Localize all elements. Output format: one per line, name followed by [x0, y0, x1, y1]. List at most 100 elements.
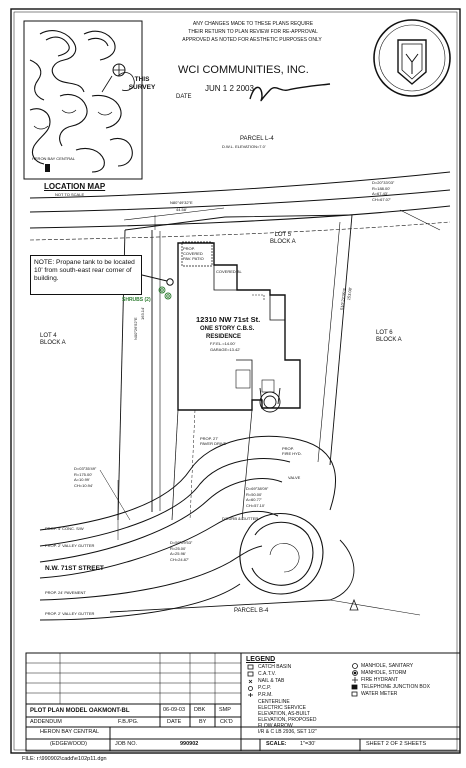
shrubs-label: SHRUBS (2) — [122, 297, 151, 303]
curve-4-ch: CH=24.87' — [170, 556, 189, 562]
curve-2-data: D=03°35'49" R=175.00' A=10.99' CH=10.94' — [74, 466, 96, 488]
parcel-b4-label: PARCEL B-4 — [234, 608, 269, 614]
legend-item: I/R & C LB 2936, SET 1/2" — [258, 729, 317, 735]
lot-5-number: LOT 5 — [274, 232, 292, 238]
plan-drawn-by: DBK — [194, 707, 206, 713]
legend-item: MANHOLE, SANITARY — [361, 663, 414, 669]
legend-item: ELECTRIC SERVICE — [258, 705, 306, 711]
curve-2-a: A=10.99' — [74, 477, 90, 482]
street-name: N.W. 71ST STREET — [45, 565, 104, 572]
date-header: DATE — [167, 719, 182, 725]
propane-note: NOTE: Propane tank to be located 10' fro… — [30, 255, 142, 295]
valley-gutter-2-label: PROP. 2' VALLEY GUTTER — [45, 611, 95, 616]
lot-5-block: BLOCK A — [270, 239, 296, 245]
building-footprint — [177, 242, 301, 411]
curve-4-a: A=25.96' — [170, 551, 186, 556]
parcel-l4-label: PARCEL L-4 — [240, 136, 274, 142]
addendum-label: ADDENDUM — [30, 719, 62, 725]
scale-value: 1"=30' — [300, 741, 316, 747]
building-garage-elevation: GARAGE=13.42' — [210, 347, 241, 352]
legend-item: MANHOLE, STORM — [361, 670, 407, 676]
legend-item: WATER METER — [361, 691, 398, 697]
legend-item: FIRE HYDRANT — [361, 677, 398, 683]
pavement-label: PROP. 24' PAVEMENT — [45, 590, 86, 595]
curve-3-data: D=69°38'09" R=50.00' A=60.77' CH=57.10' — [246, 486, 268, 508]
valve-label: VALVE — [288, 475, 301, 480]
lot-4-label: LOT 4 BLOCK A — [40, 333, 66, 347]
plan-checked-by: SMP — [219, 707, 231, 713]
legend-item: P.C.P. — [258, 685, 272, 691]
conc-sidewalk-label: PROP. 4' CONC. S/W — [45, 526, 84, 531]
lot-5-label: LOT 5 BLOCK A — [270, 232, 296, 246]
location-map-subtitle: NOT TO SCALE — [55, 192, 85, 197]
west-bearing: N00°26'52"E — [133, 317, 138, 340]
this-survey-label: THIS SURVEY — [128, 76, 156, 91]
ckd-header: CK'D — [220, 719, 233, 725]
covered-label: COVERED BL — [216, 269, 242, 274]
curve-1-a: A=67.43' — [372, 191, 388, 196]
scale-label: SCALE: — [266, 741, 287, 747]
project-subname: (EDGEWOOD) — [50, 741, 87, 747]
legend-item: C.A.T.V. — [258, 671, 276, 677]
valley-gutter-label: PROP. 2' VALLEY GUTTER — [45, 543, 95, 548]
legend-item: P.R.M. — [258, 692, 273, 698]
signature-icon — [249, 83, 331, 102]
job-number-label: JOB NO. — [115, 741, 138, 747]
wci-seal-icon — [373, 19, 451, 97]
location-map-title: LOCATION MAP — [44, 182, 106, 191]
legend-item: NAIL & TAB — [258, 678, 285, 684]
prop-patio-label: PROP. COVERED PAV. PATIO — [183, 246, 204, 261]
curve-3-a: A=60.77' — [246, 497, 262, 502]
legend-item: FLOW ARROW — [258, 723, 293, 729]
propane-tank-icon — [166, 278, 174, 286]
lot-4-number: LOT 4 — [40, 333, 57, 339]
file-path: FILE: r:\990902\cadd\e102p11.dgn — [22, 756, 107, 762]
building-floor-elevation: F.F.EL.=14.00' — [210, 341, 236, 346]
legend-item: CENTERLINE — [258, 699, 290, 705]
company-name: WCI COMMUNITIES, INC. — [178, 64, 309, 76]
curb-gutter-label: D'CURB & GUTTER — [222, 516, 259, 521]
curve-4-d: D=59°29'53" — [170, 540, 193, 545]
north-bearing: N80°49'32"E — [170, 200, 193, 205]
approval-date-stamp: JUN 1 2 2003 — [205, 84, 254, 93]
parcel-l4-elevation: D.W.L. ELEVATION=7.0' — [222, 144, 266, 149]
lot-6-label: LOT 6 BLOCK A — [376, 330, 402, 344]
fb-pg-label: F.B./PG. — [118, 719, 139, 725]
project-name: HERON BAY CENTRAL — [40, 729, 100, 735]
approval-line-3: APPROVED AS NOTED FOR AESTHETIC PURPOSES… — [182, 37, 322, 43]
curve-3-r: R=50.00' — [246, 491, 262, 497]
curve-2-ch: CH=10.94' — [74, 482, 93, 488]
legend-item: CATCH BASIN — [258, 664, 292, 670]
legend-item: ELEVATION, PROPOSED — [258, 717, 317, 723]
sheet-number: SHEET 2 OF 2 SHEETS — [366, 741, 427, 747]
shrub-icon — [158, 286, 172, 300]
curve-1-d: D=20°33'03" — [372, 180, 395, 185]
curve-3-ch: CH=57.10' — [246, 502, 265, 508]
heron-bay-map-label: HERON BAY CENTRAL — [32, 156, 75, 161]
legend-item: ELEVATION, AS-BUILT — [258, 711, 310, 717]
curve-3-d: D=69°38'09" — [246, 486, 269, 491]
job-number: 990902 — [180, 741, 199, 747]
building-address: 12310 NW 71st St. — [196, 315, 261, 324]
curve-2-d: D=03°35'49" — [74, 466, 97, 471]
approval-line-2: THEIR RETURN TO PLAN REVIEW FOR RE-APPRO… — [188, 29, 318, 35]
curve-1-ch: CH=67.07' — [372, 196, 391, 202]
fire-hydrant-label: PROP. FIRE HYD. — [282, 446, 302, 456]
curve-1-data: D=20°33'03" R=188.00' A=67.43' CH=67.07' — [372, 180, 394, 202]
lot-6-number: LOT 6 — [376, 330, 393, 336]
curve-1-r: R=188.00' — [372, 185, 391, 191]
plan-date: 06-09-03 — [163, 707, 186, 713]
west-distance: 163.14' — [140, 307, 145, 320]
paver-drive-label: PROP. 27' PAVER DRIVE — [200, 436, 227, 446]
lot-4-block: BLOCK A — [40, 340, 66, 346]
north-arrow-icon — [349, 598, 359, 611]
legend-symbols — [247, 663, 358, 697]
plan-title: PLOT PLAN MODEL OAKMONT-BL — [30, 708, 130, 714]
legend-item: TELEPHONE JUNCTION BOX — [361, 684, 430, 690]
by-header: BY — [199, 719, 207, 725]
building-type: ONE STORY C.B.S. — [200, 326, 255, 332]
lot-6-block: BLOCK A — [376, 337, 402, 343]
curve-4-data: D=59°29'53" R=25.00' A=25.96' CH=24.87' — [170, 540, 192, 562]
curve-4-r: R=25.00' — [170, 545, 186, 551]
